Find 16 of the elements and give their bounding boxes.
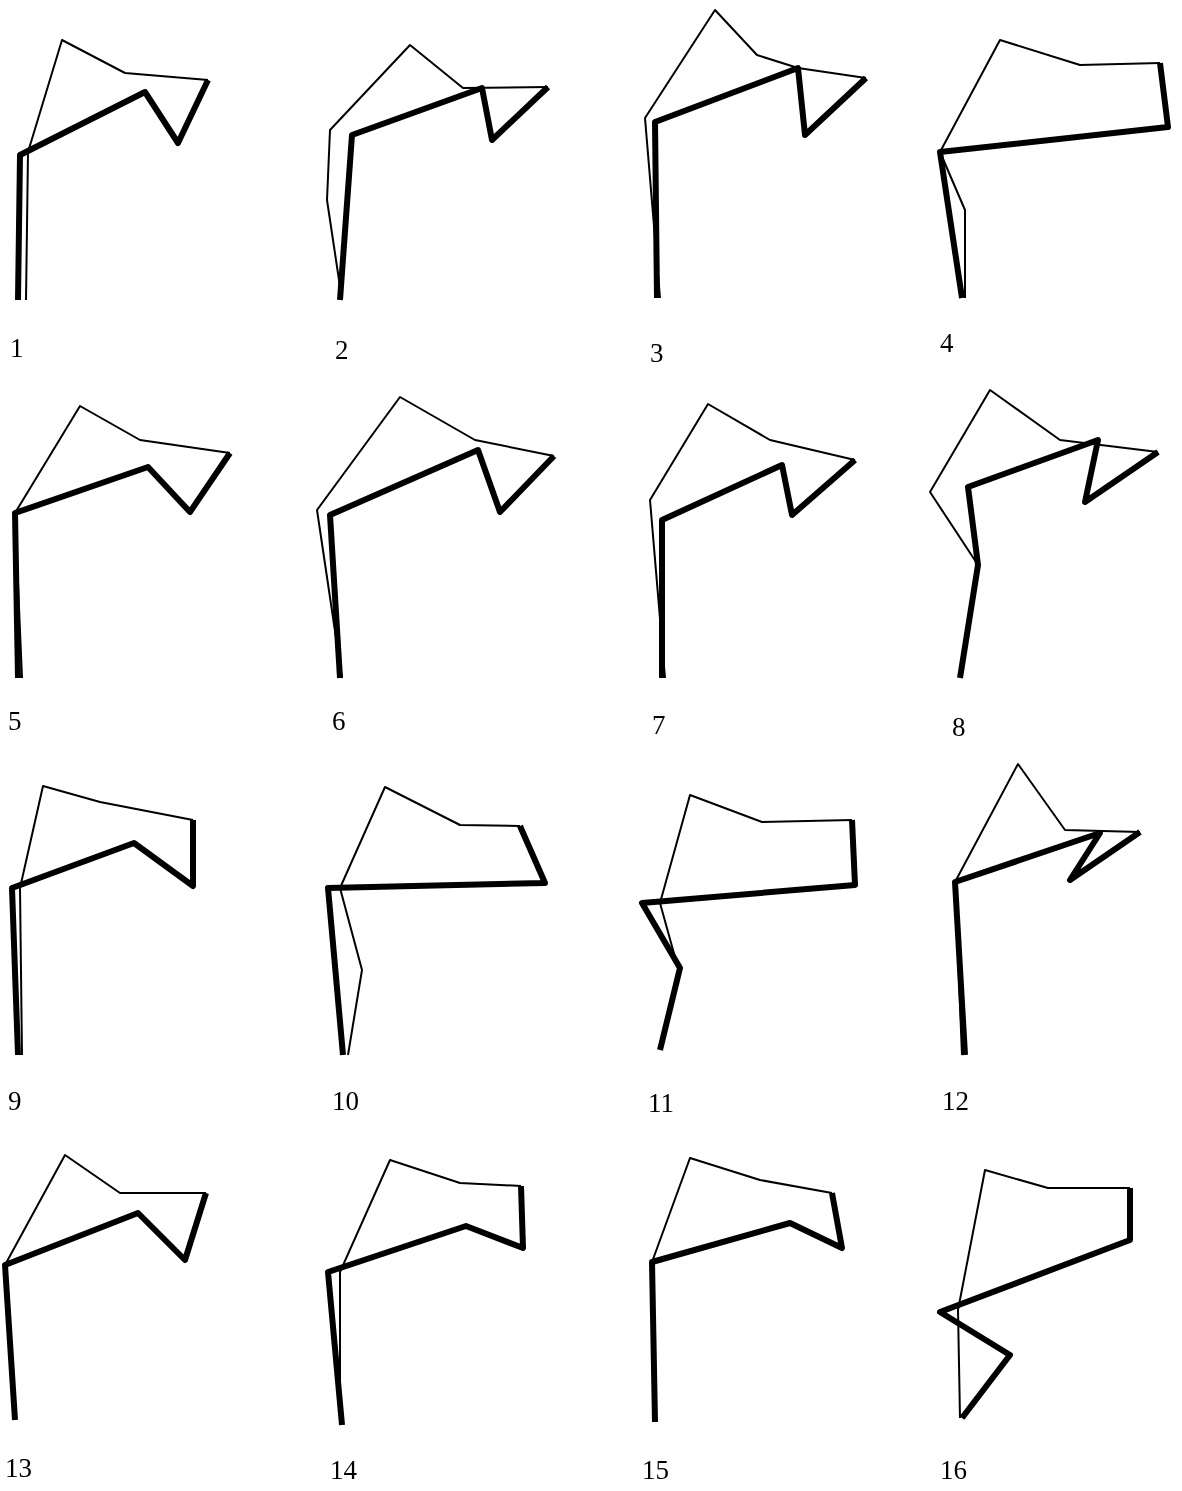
panel-number: 5 <box>8 708 22 735</box>
panel-number: 2 <box>335 337 349 364</box>
panel-number: 11 <box>648 1090 674 1117</box>
panel-number: 1 <box>10 335 24 362</box>
panel-number: 15 <box>642 1457 669 1484</box>
panel-number: 8 <box>952 714 966 741</box>
panel-number: 7 <box>652 712 666 739</box>
panel-number: 16 <box>940 1457 967 1484</box>
panel-number: 13 <box>5 1455 32 1482</box>
panel-number: 10 <box>332 1088 359 1115</box>
panel-number: 3 <box>650 340 664 367</box>
panel-number: 9 <box>8 1088 22 1115</box>
panel-number: 6 <box>332 708 346 735</box>
panel-number: 4 <box>940 330 954 357</box>
panel-number: 12 <box>942 1088 969 1115</box>
panel-number: 14 <box>330 1457 357 1484</box>
